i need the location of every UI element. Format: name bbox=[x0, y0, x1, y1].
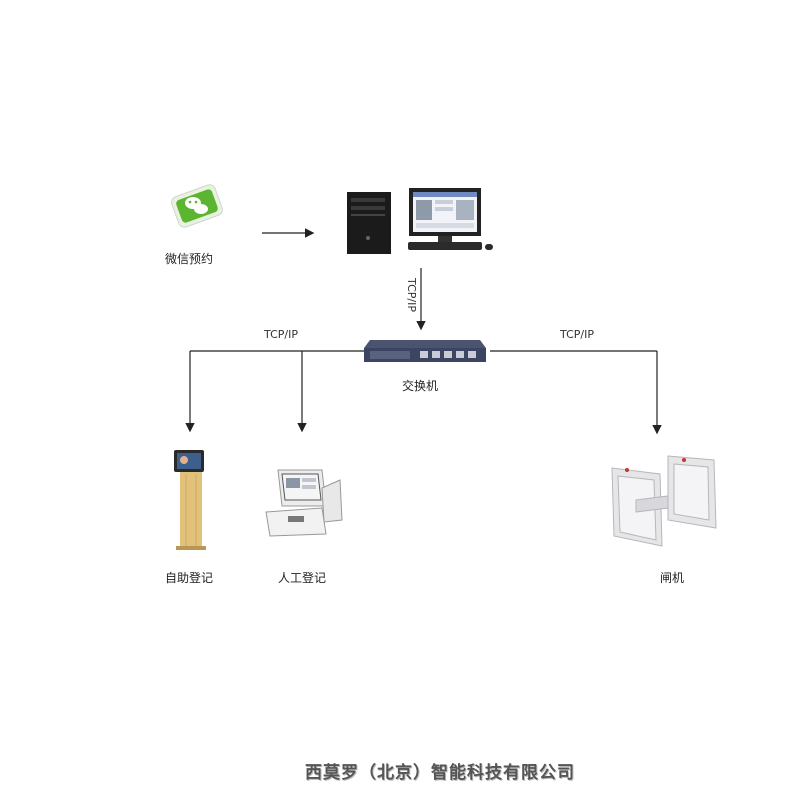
right-link-lines bbox=[490, 350, 662, 435]
left-protocol-label: TCP/IP bbox=[264, 328, 298, 341]
switch-label: 交换机 bbox=[402, 379, 439, 393]
registration-terminal-icon bbox=[265, 469, 343, 537]
desktop-computer-icon bbox=[347, 188, 493, 254]
kiosk-label: 自助登记 bbox=[165, 571, 214, 585]
company-name: 西莫罗（北京）智能科技有限公司 bbox=[305, 763, 575, 783]
turnstile-gate-icon bbox=[611, 455, 717, 547]
right-protocol-label: TCP/IP bbox=[560, 328, 594, 341]
server-switch-protocol-label: TCP/IP bbox=[405, 278, 418, 312]
kiosk-terminal-icon bbox=[174, 450, 206, 550]
wechat-label: 微信预约 bbox=[165, 252, 214, 266]
wechat-phone-icon bbox=[171, 184, 223, 228]
gate-label: 闸机 bbox=[660, 571, 685, 585]
network-switch-icon bbox=[364, 340, 486, 362]
manual-registration-label: 人工登记 bbox=[278, 571, 327, 585]
left-link-lines bbox=[185, 350, 364, 433]
